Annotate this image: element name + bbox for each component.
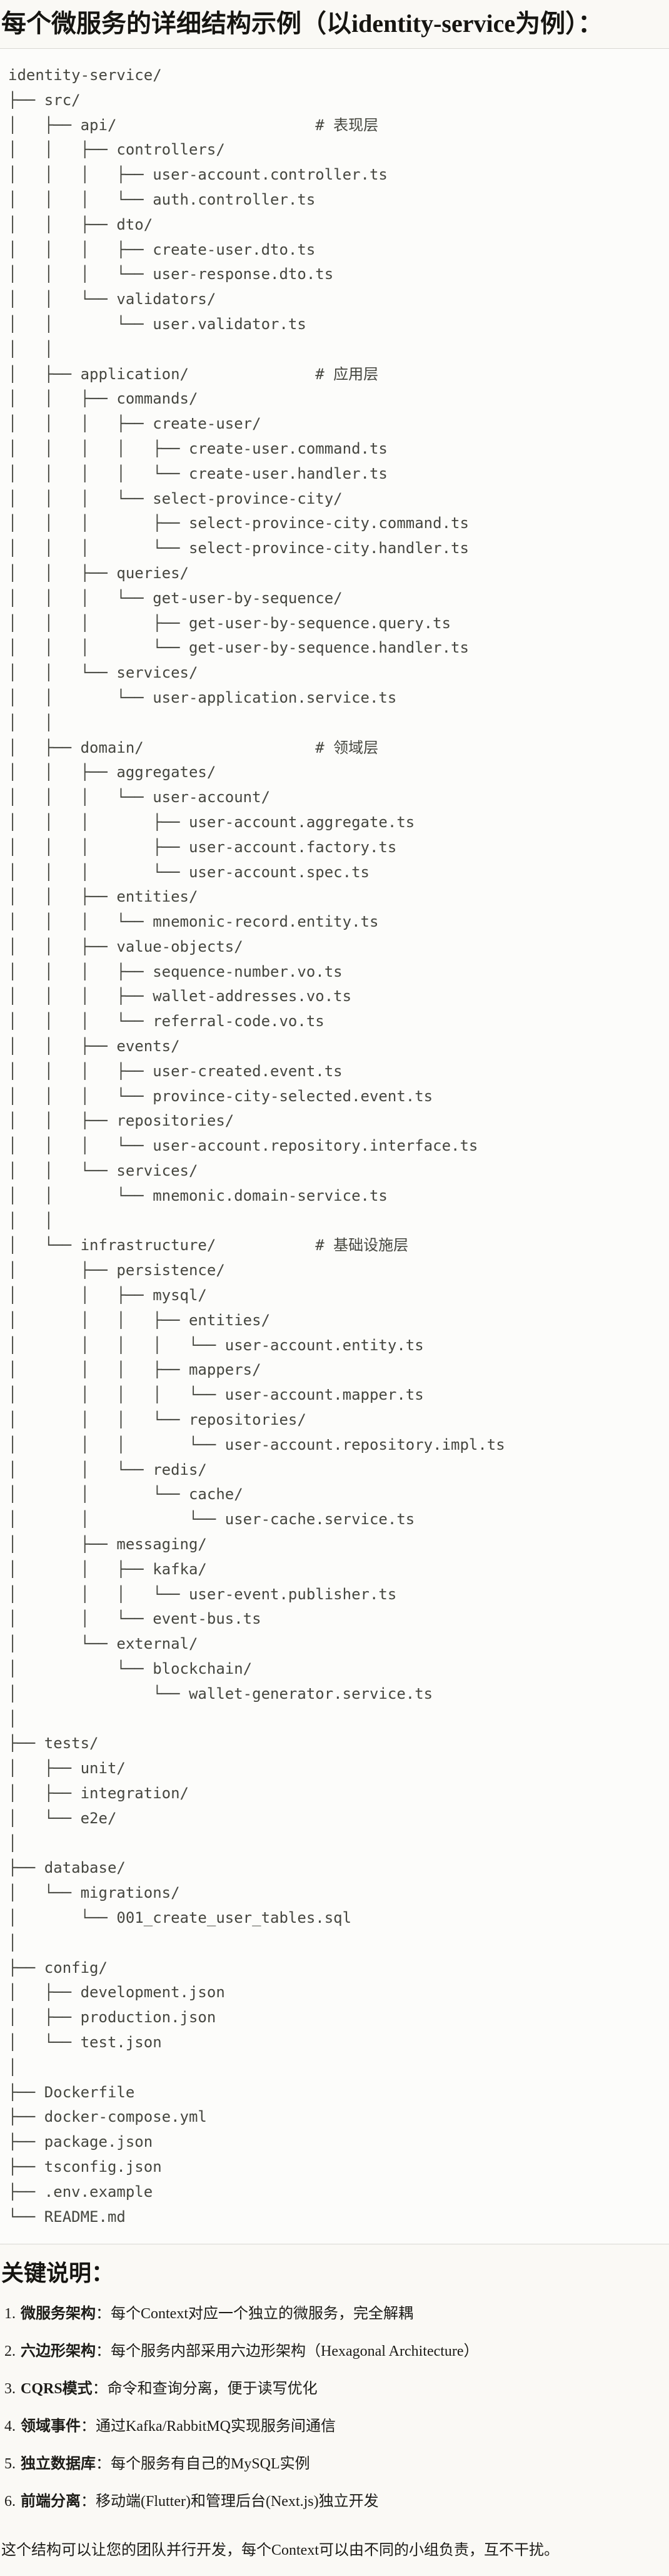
note-description: ：每个服务有自己的MySQL实例: [96, 2456, 310, 2473]
note-description: ：每个服务内部采用六边形架构（Hexagonal Architecture）: [96, 2343, 479, 2360]
note-number: 3.: [4, 2381, 16, 2398]
note-number: 1.: [4, 2306, 16, 2323]
note-term: 六边形架构: [21, 2343, 96, 2360]
note-term: CQRS模式: [21, 2381, 93, 2398]
note-number: 5.: [4, 2456, 16, 2473]
key-notes-section: 关键说明： 1. 微服务架构：每个Context对应一个独立的微服务，完全解耦 2…: [0, 2259, 669, 2561]
note-description: ：每个Context对应一个独立的微服务，完全解耦: [96, 2306, 413, 2323]
directory-tree: identity-service/ ├── src/ │ ├── api/ # …: [8, 66, 505, 2226]
note-number: 2.: [4, 2343, 16, 2360]
note-item-cqrs: 3. CQRS模式：命令和查询分离，便于读写优化: [1, 2378, 659, 2400]
note-term: 微服务架构: [21, 2306, 96, 2323]
note-term: 独立数据库: [21, 2456, 96, 2473]
note-description: ：通过Kafka/RabbitMQ实现服务间通信: [81, 2418, 336, 2435]
note-number: 6.: [4, 2493, 16, 2510]
key-notes-heading: 关键说明：: [1, 2261, 114, 2286]
page-title: 每个微服务的详细结构示例（以identity-service为例）：: [1, 9, 603, 38]
closing-paragraph: 这个结构可以让您的团队并行开发，每个Context可以由不同的小组负责，互不干扰…: [1, 2542, 559, 2559]
note-item-frontend-separation: 6. 前端分离：移动端(Flutter)和管理后台(Next.js)独立开发: [1, 2491, 659, 2512]
note-item-microservice: 1. 微服务架构：每个Context对应一个独立的微服务，完全解耦: [1, 2303, 659, 2324]
note-term: 领域事件: [21, 2418, 81, 2435]
note-item-independent-db: 5. 独立数据库：每个服务有自己的MySQL实例: [1, 2453, 659, 2475]
note-item-domain-events: 4. 领域事件：通过Kafka/RabbitMQ实现服务间通信: [1, 2416, 659, 2437]
code-block: identity-service/ ├── src/ │ ├── api/ # …: [0, 48, 669, 2245]
note-term: 前端分离: [21, 2493, 81, 2510]
note-description: ：移动端(Flutter)和管理后台(Next.js)独立开发: [81, 2493, 379, 2510]
note-item-hexagonal: 2. 六边形架构：每个服务内部采用六边形架构（Hexagonal Architec…: [1, 2341, 659, 2362]
note-number: 4.: [4, 2418, 16, 2435]
note-description: ：命令和查询分离，便于读写优化: [92, 2381, 318, 2398]
